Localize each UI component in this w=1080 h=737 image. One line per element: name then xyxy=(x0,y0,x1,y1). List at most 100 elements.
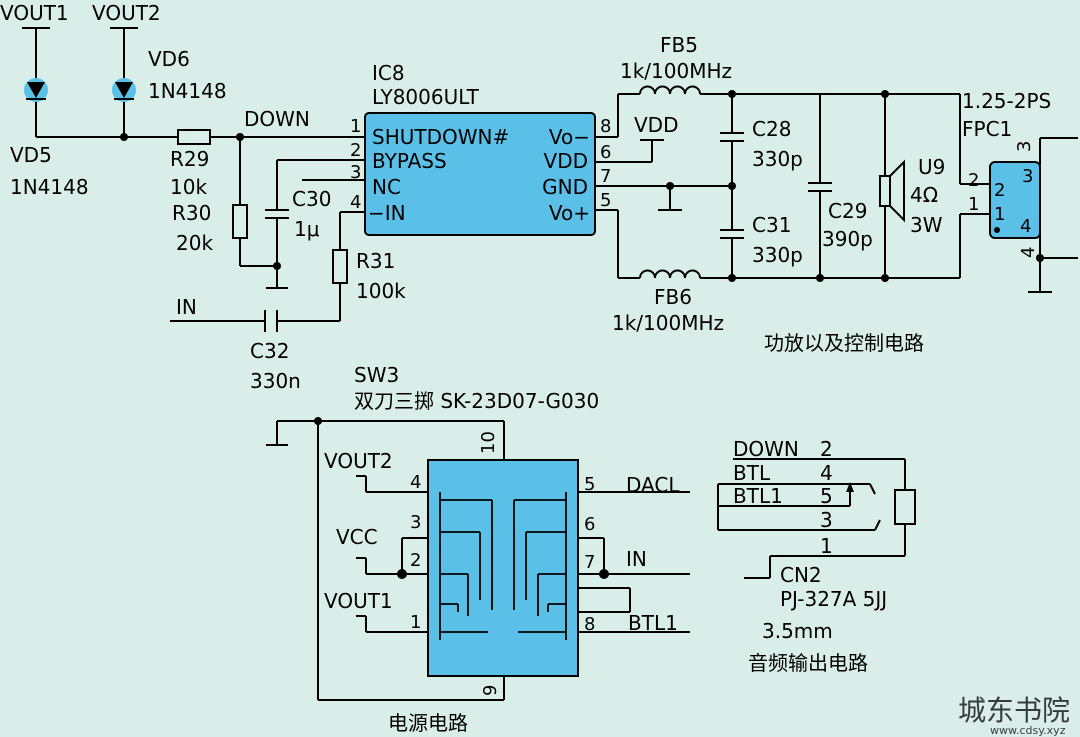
vdd-label: VDD xyxy=(634,113,678,137)
sw3-pin-6: 6 xyxy=(584,514,595,535)
vout1-label: VOUT1 xyxy=(0,1,69,25)
fb5-label: FB5 xyxy=(660,33,698,57)
in-label: IN xyxy=(176,295,197,319)
sw3-pin-8: 8 xyxy=(584,614,595,635)
c29-capacitor xyxy=(808,182,832,192)
c32-capacitor xyxy=(264,310,278,332)
ic8-pin-name-right-1: Vo− xyxy=(549,125,590,149)
u9-label: U9 xyxy=(918,155,945,179)
diode-wires xyxy=(22,27,365,322)
fpc1-part: 1.25-2PS xyxy=(962,89,1051,113)
sw3-vout1-label: VOUT1 xyxy=(324,589,393,613)
r29-value: 10k xyxy=(170,175,207,199)
ic8-pin-num-left-2: 2 xyxy=(350,140,361,161)
sw3-wires xyxy=(266,420,690,701)
fb6-inductor xyxy=(639,269,701,279)
cn2-contact-arrow xyxy=(846,482,854,492)
jack-row-1-pin: 2 xyxy=(820,437,833,461)
c28-label: C28 xyxy=(752,117,791,141)
sw3-dacl-label: DACL xyxy=(626,473,680,497)
cn2-size: 3.5mm xyxy=(762,619,833,643)
jack-row-4-pin: 3 xyxy=(820,508,833,532)
amp-caption: 功放以及控制电路 xyxy=(764,331,924,355)
ic8-pin-name-left-4: −IN xyxy=(368,201,406,225)
sw3-pin-7: 7 xyxy=(584,552,595,573)
c32-label: C32 xyxy=(250,339,289,363)
r31-label: R31 xyxy=(356,249,395,273)
vd6-part: 1N4148 xyxy=(148,79,227,103)
vd6-diode xyxy=(112,78,136,102)
ic8-chip xyxy=(364,112,596,236)
watermark-url: www.cdsy.xyz xyxy=(990,724,1066,737)
amp-output-wires xyxy=(595,93,1078,293)
jack-row-3-pin: 5 xyxy=(820,484,833,508)
r29-label: R29 xyxy=(170,147,209,171)
fb6-value: 1k/100MHz xyxy=(612,311,724,335)
ic8-label: IC8 xyxy=(372,61,405,85)
fb5-value: 1k/100MHz xyxy=(620,59,732,83)
u9-ohm: 4Ω xyxy=(910,183,938,207)
c28-value: 330p xyxy=(752,147,803,171)
ic8-pin-num-right-1: 8 xyxy=(600,116,611,137)
sw3-in-label: IN xyxy=(626,547,647,571)
ic8-part: LY8006ULT xyxy=(372,85,480,109)
sw3-pin-4: 4 xyxy=(410,472,421,493)
u9-speaker xyxy=(879,159,905,223)
r30-resistor xyxy=(232,204,248,239)
sw3-desc: 双刀三掷 SK-23D07-G030 xyxy=(354,389,599,413)
fpc1-inner-pin-3: 3 xyxy=(1022,166,1033,187)
fpc1-pin1-dot xyxy=(994,227,1000,233)
fb5-inductor xyxy=(639,85,701,95)
fb6-label: FB6 xyxy=(654,285,692,309)
cn2-jack-body xyxy=(894,489,916,525)
r30-value: 20k xyxy=(176,231,213,255)
sw3-vout2-label: VOUT2 xyxy=(324,449,393,473)
fpc1-inner-pin-4: 4 xyxy=(1020,216,1031,237)
c31-label: C31 xyxy=(752,213,791,237)
vd6-label: VD6 xyxy=(148,47,190,71)
vd5-label: VD5 xyxy=(10,143,52,167)
sw3-internal-contacts xyxy=(439,492,567,640)
ic8-pin-name-right-3: GND xyxy=(542,175,588,199)
ic8-pin-name-left-3: NC xyxy=(372,175,401,199)
fpc1-outer-pin-1: 1 xyxy=(968,194,979,215)
c30-label: C30 xyxy=(292,187,331,211)
watermark-logo: 城东书院 xyxy=(958,694,1070,727)
c31-value: 330p xyxy=(752,243,803,267)
cn2-jack-wires xyxy=(717,458,906,579)
r31-resistor xyxy=(332,249,348,284)
sw3-vcc-label: VCC xyxy=(336,525,378,549)
sw3-pin-9: 9 xyxy=(480,685,501,696)
fpc1-outer-pin-4: 4 xyxy=(1018,247,1039,258)
fpc1-outer-pin-3: 3 xyxy=(1014,141,1035,152)
audio-caption: 音频输出电路 xyxy=(748,651,868,675)
sw3-pin-2: 2 xyxy=(410,550,421,571)
ic8-pin-name-right-2: VDD xyxy=(544,149,588,173)
jack-row-1-label: DOWN xyxy=(733,437,799,461)
vd5-diode xyxy=(24,78,48,102)
sw3-pin-3: 3 xyxy=(410,512,421,533)
u9-watt: 3W xyxy=(910,213,943,237)
ic8-pin-name-left-1: SHUTDOWN# xyxy=(372,125,509,149)
sw3-pin-10: 10 xyxy=(478,431,499,454)
ic8-pin-name-right-4: Vo+ xyxy=(549,201,590,225)
sw3-pin-1: 1 xyxy=(410,612,421,633)
ic8-pin-num-left-3: 3 xyxy=(350,162,361,183)
sw3-switch-body xyxy=(427,459,579,677)
r29-resistor xyxy=(177,129,211,145)
fpc1-inner-pin-2: 2 xyxy=(994,180,1005,201)
r30-label: R30 xyxy=(172,201,211,225)
ic8-pin-num-right-2: 6 xyxy=(600,142,611,163)
c29-label: C29 xyxy=(828,199,867,223)
c30-value: 1μ xyxy=(294,217,320,241)
c29-value: 390p xyxy=(822,227,873,251)
ic8-pin-name-left-2: BYPASS xyxy=(372,149,447,173)
fpc1-inner-pin-1: 1 xyxy=(994,204,1005,225)
cn2-part: PJ-327A 5JJ xyxy=(780,587,887,611)
vd5-part: 1N4148 xyxy=(10,175,89,199)
r31-value: 100k xyxy=(356,279,406,303)
fpc1-connector xyxy=(989,161,1041,239)
fpc1-label: FPC1 xyxy=(962,117,1012,141)
vout2-label: VOUT2 xyxy=(92,1,161,25)
